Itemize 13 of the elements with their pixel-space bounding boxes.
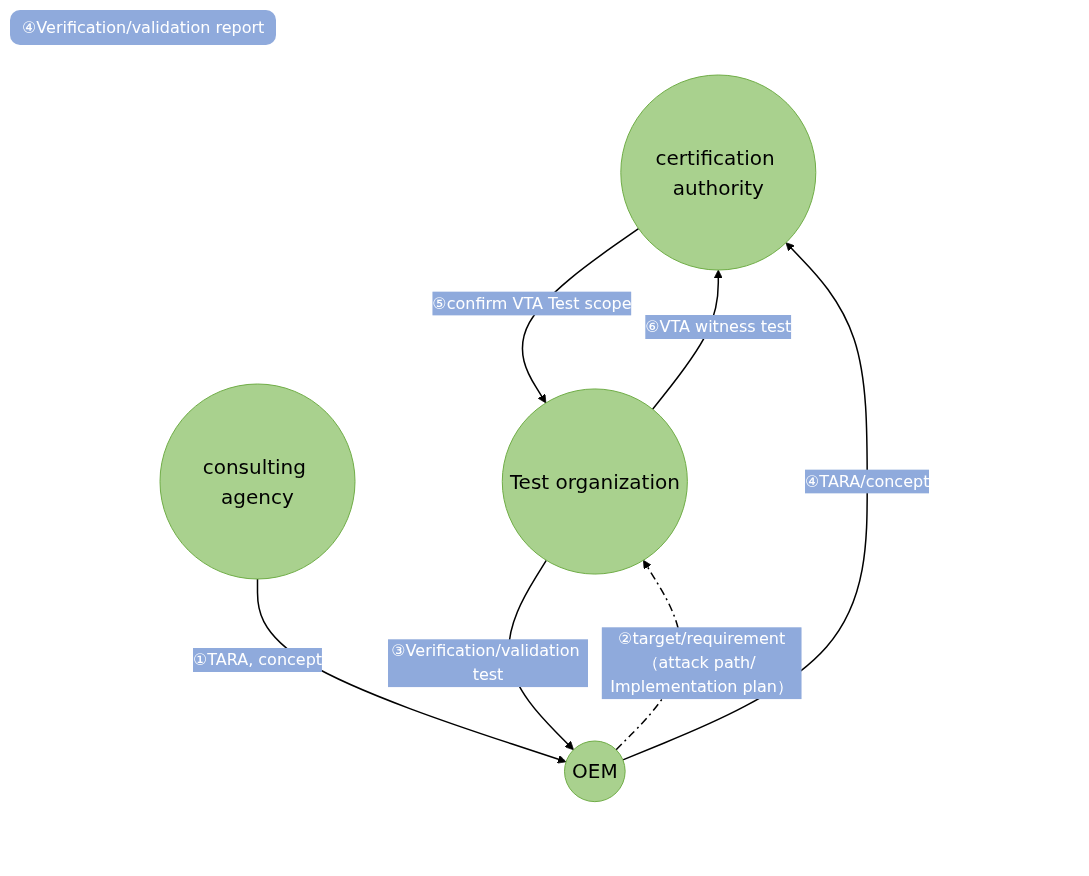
edge-label: ⑤confirm VTA Test scope [432,293,632,313]
node-circle: Test organization [501,388,688,575]
note-label: ④Verification/validation report [10,10,277,45]
arrow [256,577,567,764]
edge-label: ⑥VTA witness test [645,316,792,336]
edge-label: ②target/requirement（attack path/ Implementation plan） [610,628,793,696]
node-circle: certification authority [620,74,817,271]
arrow [621,241,868,761]
node-circle: OEM [563,740,626,802]
node-circle: consulting agency [159,383,356,580]
edge-label: ①TARA, concept [192,649,322,669]
edge-label: ④TARA/concept [804,471,930,491]
edge-label: ③Verification/validation test [391,640,580,684]
